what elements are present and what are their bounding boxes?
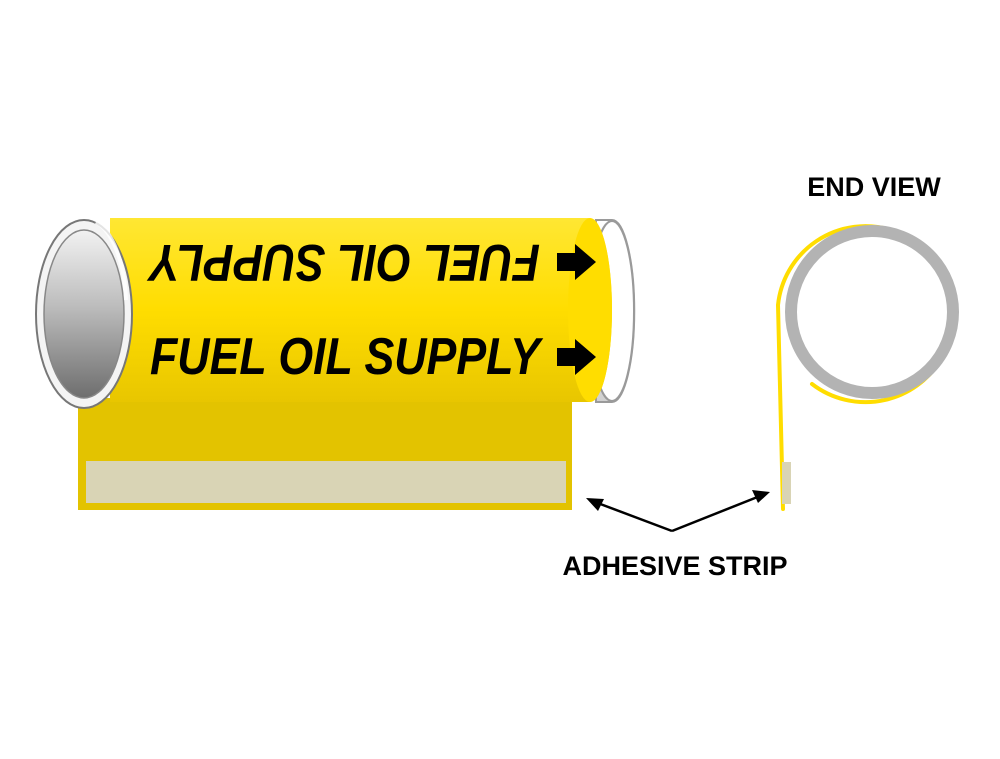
- flow-arrow-bottom-icon: [557, 339, 596, 375]
- end-view-adhesive: [782, 462, 791, 504]
- marker-text: FUEL OIL SUPPLY: [150, 328, 544, 386]
- end-view-drawing: [775, 224, 959, 511]
- adhesive-backing: [86, 461, 566, 503]
- callout-arrows: [586, 490, 770, 533]
- pipe-left-end: [35, 219, 133, 409]
- end-view-label: END VIEW: [807, 172, 941, 202]
- marker-text-inverted: FUEL OIL SUPPLY: [146, 233, 540, 291]
- adhesive-strip-panel: [78, 398, 572, 510]
- adhesive-strip-label: ADHESIVE STRIP: [562, 551, 787, 581]
- flow-arrow-top-icon: [557, 244, 596, 280]
